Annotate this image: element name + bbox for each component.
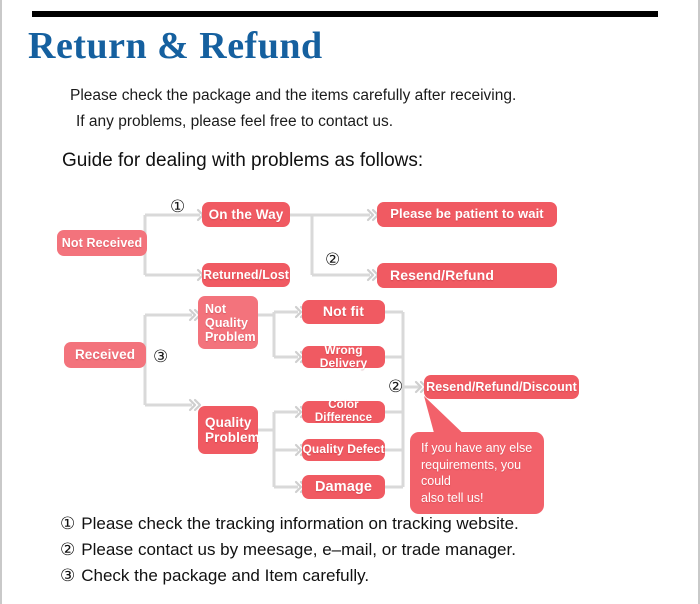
flow-node-resend-refund-discount[interactable]: Resend/Refund/Discount	[424, 375, 579, 399]
flow-node-please-be-patient[interactable]: Please be patient to wait	[377, 202, 557, 227]
intro-line-2: If any problems, please feel free to con…	[76, 113, 394, 130]
guide-heading: Guide for dealing with problems as follo…	[62, 150, 424, 171]
top-divider-rule	[32, 11, 658, 17]
flowchart: Not Received On the Way Returned/Lost Pl…	[2, 190, 698, 514]
flow-node-wrong-delivery[interactable]: Wrong Delivery	[302, 343, 385, 370]
note-item-1: ① Please check the tracking information …	[60, 514, 519, 534]
note-2-number: ②	[60, 540, 76, 559]
note-item-3: ③ Check the package and Item carefully.	[60, 566, 369, 586]
flow-marker-one: ①	[170, 197, 186, 216]
speech-bubble: If you have any else requirements, you c…	[410, 432, 544, 514]
note-1-text: Please check the tracking information on…	[81, 514, 519, 533]
flow-node-not-received[interactable]: Not Received	[57, 230, 147, 256]
flow-node-received[interactable]: Received	[64, 342, 146, 368]
flow-node-not-quality-problem[interactable]: Not Quality Problem	[198, 296, 258, 349]
speech-bubble-line-2: requirements, you could	[421, 457, 522, 489]
page-title: Return & Refund	[28, 25, 323, 67]
flow-node-quality-problem[interactable]: Quality Problem	[198, 406, 260, 454]
flow-marker-two-top: ②	[325, 250, 341, 269]
flow-node-color-difference[interactable]: Color Difference	[302, 399, 385, 424]
speech-bubble-line-1: If you have any else	[421, 441, 533, 455]
flow-node-returned-lost[interactable]: Returned/Lost	[202, 263, 290, 287]
flowchart-connectors	[143, 208, 428, 494]
flow-node-resend-refund[interactable]: Resend/Refund	[377, 263, 557, 288]
note-2-text: Please contact us by meesage, e–mail, or…	[81, 540, 516, 559]
intro-line-1: Please check the package and the items c…	[70, 87, 517, 104]
note-item-2: ② Please contact us by meesage, e–mail, …	[60, 540, 516, 560]
note-1-number: ①	[60, 514, 76, 533]
flow-node-quality-defect[interactable]: Quality Defect	[302, 439, 385, 461]
flow-node-not-fit[interactable]: Not fit	[302, 300, 385, 324]
note-3-text: Check the package and Item carefully.	[81, 566, 370, 585]
flow-node-on-the-way[interactable]: On the Way	[202, 202, 290, 227]
speech-bubble-line-3: also tell us!	[421, 490, 484, 505]
flow-marker-three: ③	[153, 347, 169, 366]
note-3-number: ③	[60, 566, 76, 585]
flow-node-damage[interactable]: Damage	[302, 475, 385, 499]
flow-marker-two-right: ②	[388, 377, 404, 396]
